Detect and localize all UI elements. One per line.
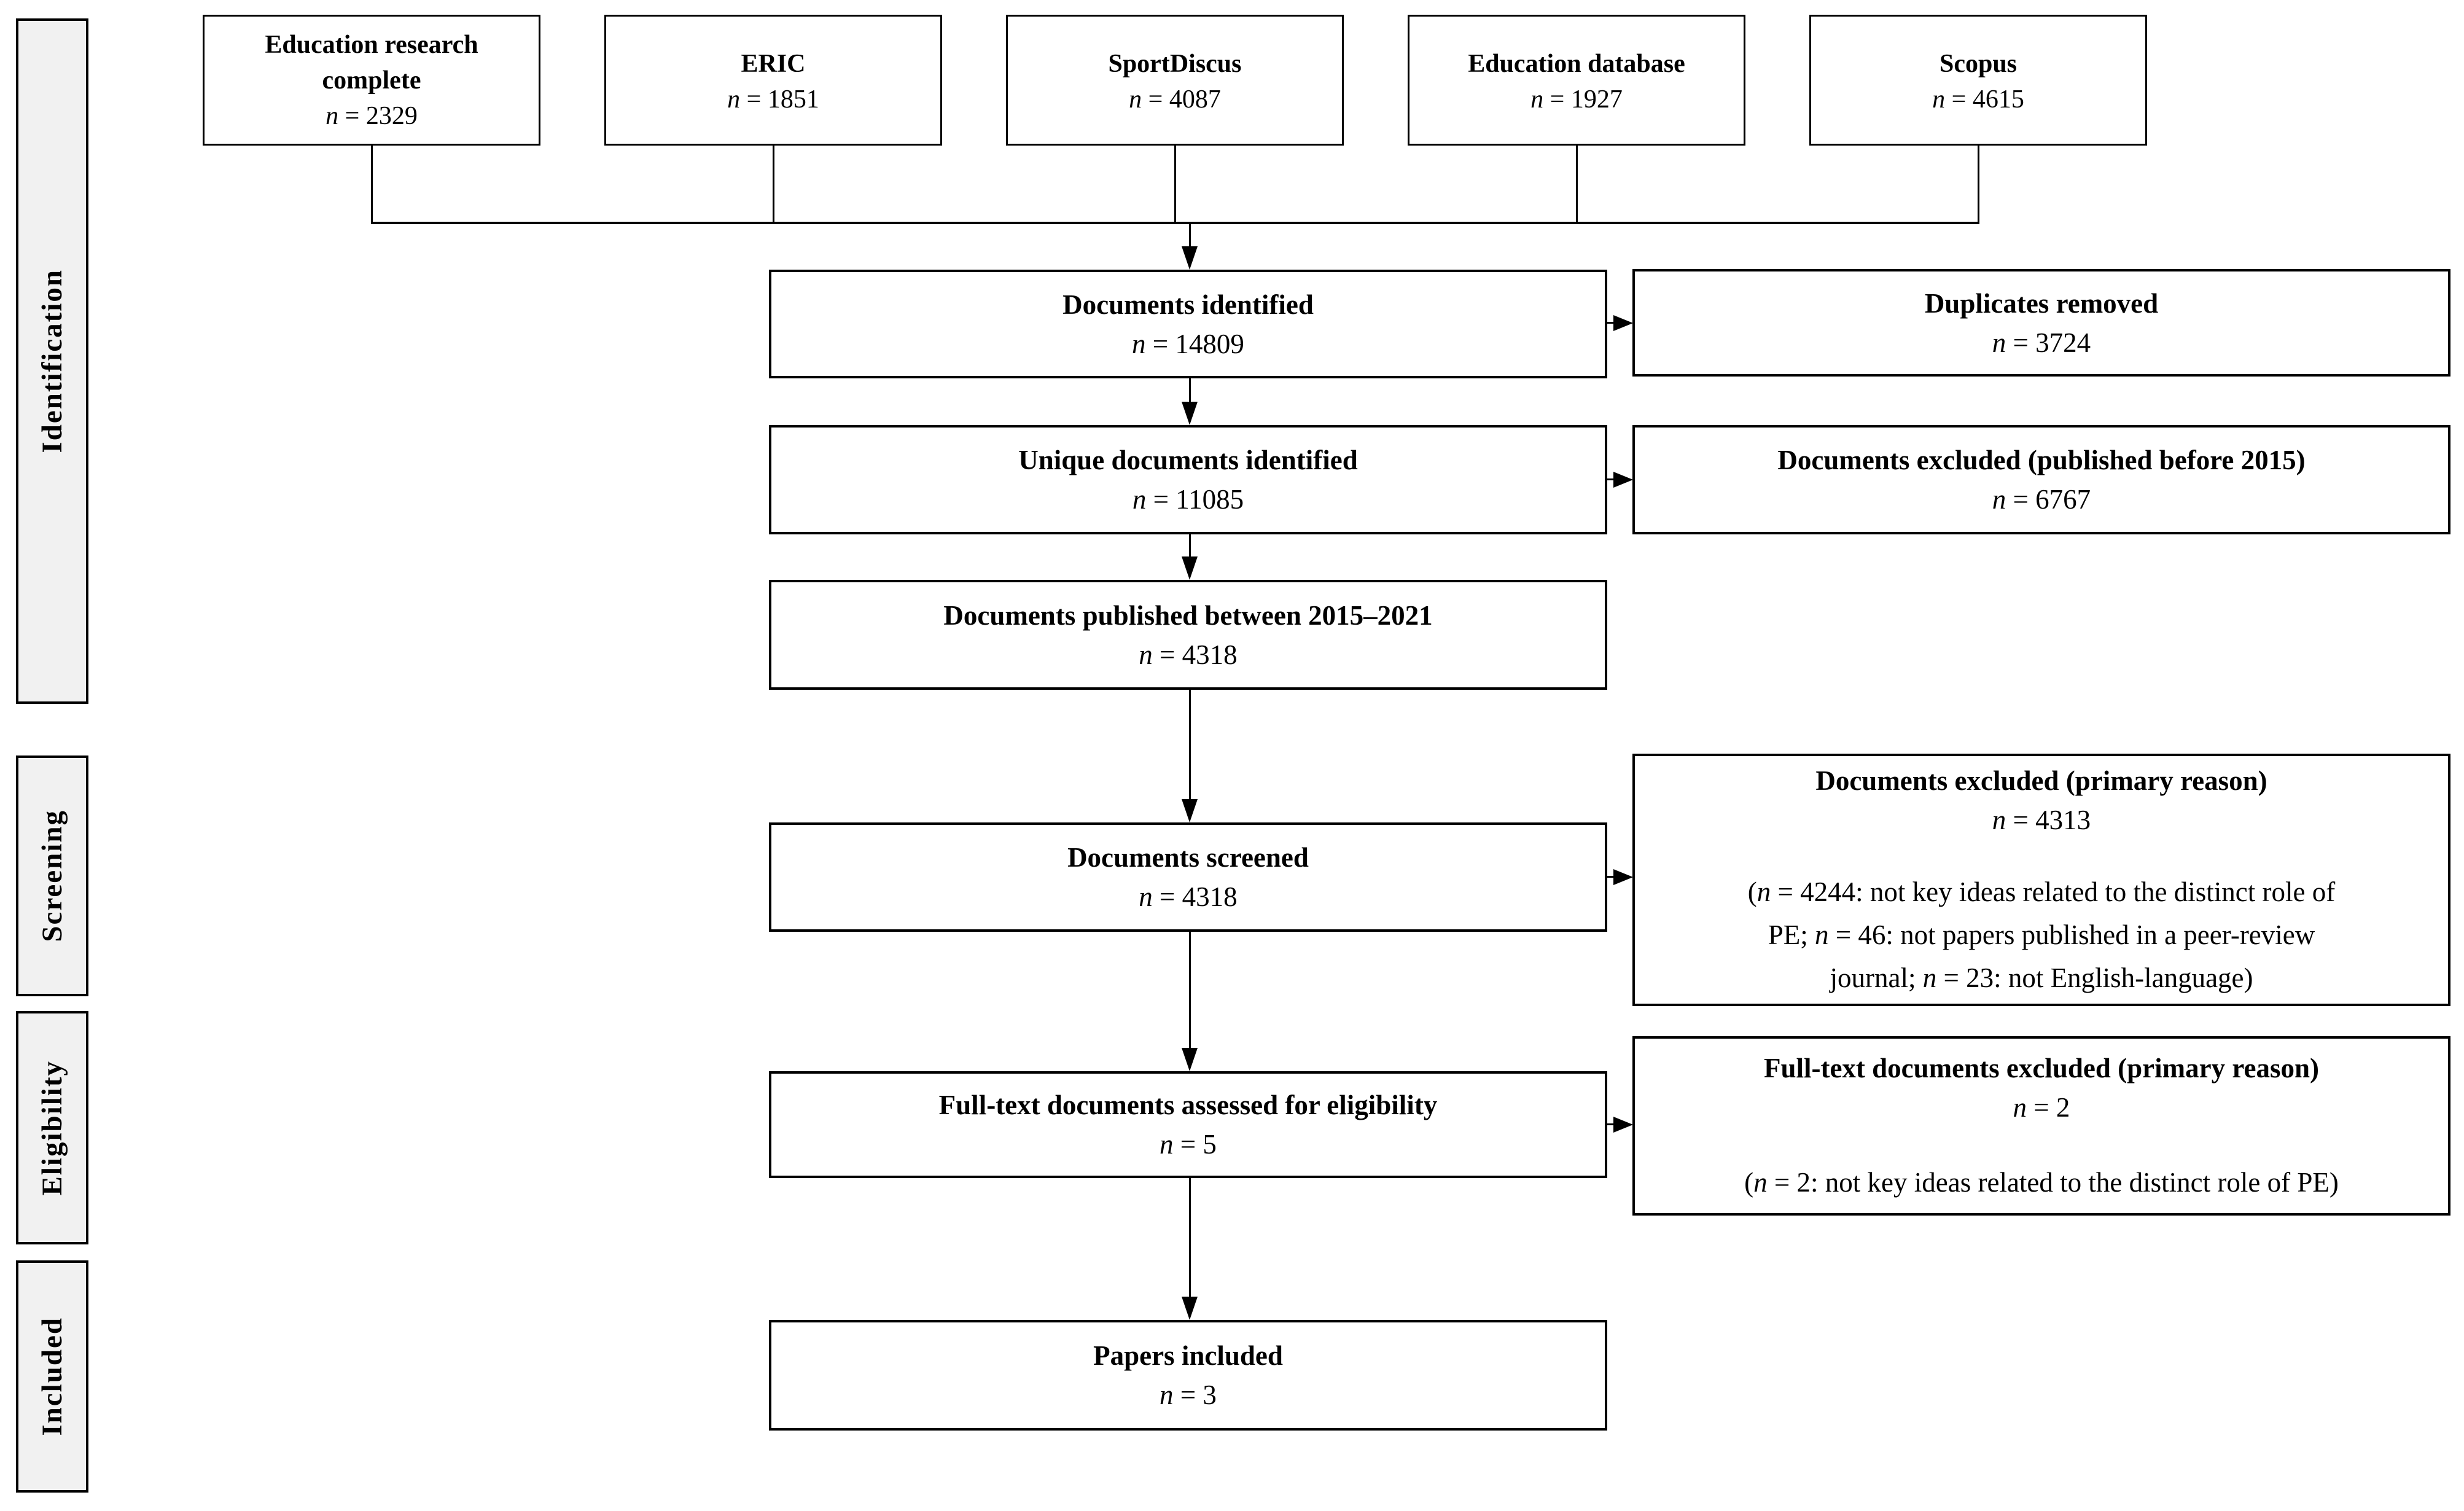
arrow-right-head bbox=[1613, 869, 1633, 885]
arrow-down-head bbox=[1182, 246, 1198, 270]
detail-line: PE; n = 46: not papers published in a pe… bbox=[1768, 919, 2315, 950]
side-box-title: Full-text documents excluded (primary re… bbox=[1763, 1052, 2320, 1083]
side-box-title: Documents excluded (published before 201… bbox=[1777, 445, 2306, 475]
source-box-count: n = 2329 bbox=[326, 101, 418, 130]
stage-bar-screening: Screening bbox=[16, 756, 88, 996]
connector-stub bbox=[1576, 146, 1578, 224]
flow-box-count: n = 14809 bbox=[1132, 328, 1244, 359]
source-box-title: ERIC bbox=[741, 50, 806, 78]
connector-gather-line bbox=[371, 222, 1979, 224]
source-box-count: n = 4087 bbox=[1129, 85, 1221, 114]
arrow-down-shaft bbox=[1189, 223, 1191, 248]
side-box-documents-excluded-primary-reason: Documents excluded (primary reason) n = … bbox=[1632, 754, 2450, 1006]
stage-label-identification: Identification bbox=[36, 269, 68, 453]
arrow-right-shaft bbox=[1607, 478, 1616, 480]
arrow-down-shaft bbox=[1189, 534, 1191, 558]
connector-stub bbox=[773, 146, 774, 224]
detail-line: (n = 2: not key ideas related to the dis… bbox=[1744, 1166, 2339, 1198]
arrow-right-shaft bbox=[1607, 1123, 1616, 1125]
source-box-title: SportDiscus bbox=[1108, 50, 1242, 78]
detail-line: (n = 4244: not key ideas related to the … bbox=[1747, 876, 2336, 907]
side-box-count: n = 2 bbox=[2013, 1091, 2070, 1123]
connector-stub bbox=[371, 146, 373, 224]
stage-bar-identification: Identification bbox=[16, 18, 88, 704]
arrow-down-shaft bbox=[1189, 690, 1191, 800]
stage-bar-eligibility: Eligibility bbox=[16, 1011, 88, 1244]
flow-box-count: n = 3 bbox=[1160, 1380, 1217, 1410]
side-box-title: Duplicates removed bbox=[1924, 287, 2159, 319]
stage-label-screening: Screening bbox=[36, 810, 68, 942]
side-box-count: n = 3724 bbox=[1992, 327, 2091, 358]
side-box-duplicates-removed: Duplicates removed n = 3724 bbox=[1632, 269, 2450, 377]
source-box-count: n = 1927 bbox=[1530, 85, 1623, 114]
arrow-down-shaft bbox=[1189, 378, 1191, 403]
source-box-education-research-complete: Education research complete n = 2329 bbox=[203, 15, 540, 146]
arrow-down-head bbox=[1182, 1297, 1198, 1320]
flow-box-count: n = 4318 bbox=[1139, 881, 1238, 912]
source-box-count: n = 1851 bbox=[727, 85, 819, 114]
flow-box-fulltext-assessed: Full-text documents assessed for eligibi… bbox=[769, 1071, 1607, 1178]
source-box-education-database: Education database n = 1927 bbox=[1408, 15, 1745, 146]
side-box-excluded-before-2015: Documents excluded (published before 201… bbox=[1632, 425, 2450, 534]
side-box-head: Documents excluded (primary reason) n = … bbox=[1815, 761, 2267, 840]
flow-box-title: Documents published between 2015–2021 bbox=[943, 599, 1433, 631]
flow-box-title: Papers included bbox=[1093, 1340, 1283, 1371]
arrow-down-head bbox=[1182, 1048, 1198, 1071]
arrow-down-head bbox=[1182, 799, 1198, 822]
arrow-down-shaft bbox=[1189, 932, 1191, 1049]
arrow-right-shaft bbox=[1607, 876, 1616, 878]
flow-box-title: Full-text documents assessed for eligibi… bbox=[938, 1090, 1438, 1120]
side-box-title: Documents excluded (primary reason) bbox=[1815, 765, 2267, 796]
source-box-title: Scopus bbox=[1939, 50, 2018, 78]
source-box-count: n = 4615 bbox=[1932, 85, 2024, 114]
arrow-down-head bbox=[1182, 556, 1198, 580]
arrow-right-head bbox=[1613, 1117, 1633, 1133]
side-box-fulltext-excluded-primary-reason: Full-text documents excluded (primary re… bbox=[1632, 1036, 2450, 1216]
flow-box-documents-identified: Documents identified n = 14809 bbox=[769, 270, 1607, 378]
stage-bar-included: Included bbox=[16, 1260, 88, 1493]
arrow-right-shaft bbox=[1607, 322, 1616, 324]
flow-box-title: Documents screened bbox=[1067, 842, 1309, 873]
flow-box-count: n = 5 bbox=[1160, 1129, 1217, 1160]
flow-box-papers-included: Papers included n = 3 bbox=[769, 1320, 1607, 1431]
flow-box-count: n = 4318 bbox=[1139, 639, 1238, 670]
source-box-eric: ERIC n = 1851 bbox=[604, 15, 942, 146]
stage-label-included: Included bbox=[36, 1317, 68, 1436]
detail-line: journal; n = 23: not English-language) bbox=[1830, 962, 2253, 993]
arrow-right-head bbox=[1613, 472, 1633, 488]
side-box-count: n = 6767 bbox=[1992, 484, 2091, 515]
source-box-title: Education database bbox=[1468, 50, 1685, 78]
source-box-title: Education research complete bbox=[265, 30, 478, 95]
arrow-down-shaft bbox=[1189, 1178, 1191, 1298]
flow-box-title: Unique documents identified bbox=[1018, 445, 1358, 475]
flow-box-unique-documents-identified: Unique documents identified n = 11085 bbox=[769, 425, 1607, 534]
side-box-detail: (n = 4244: not key ideas related to the … bbox=[1748, 870, 2335, 999]
flow-box-documents-screened: Documents screened n = 4318 bbox=[769, 822, 1607, 932]
source-box-scopus: Scopus n = 4615 bbox=[1809, 15, 2147, 146]
source-box-sportdiscus: SportDiscus n = 4087 bbox=[1006, 15, 1344, 146]
flow-box-title: Documents identified bbox=[1062, 289, 1314, 320]
arrow-down-head bbox=[1182, 402, 1198, 425]
stage-label-eligibility: Eligibility bbox=[36, 1060, 68, 1196]
flow-box-documents-published-2015-2021: Documents published between 2015–2021 n … bbox=[769, 580, 1607, 690]
side-box-head: Full-text documents excluded (primary re… bbox=[1764, 1048, 2319, 1127]
flow-box-count: n = 11085 bbox=[1132, 484, 1244, 515]
connector-stub bbox=[1174, 146, 1176, 224]
side-box-count: n = 4313 bbox=[1992, 804, 2091, 835]
arrow-right-head bbox=[1613, 315, 1633, 331]
connector-stub bbox=[1978, 146, 1979, 224]
side-box-detail: (n = 2: not key ideas related to the dis… bbox=[1744, 1161, 2339, 1204]
